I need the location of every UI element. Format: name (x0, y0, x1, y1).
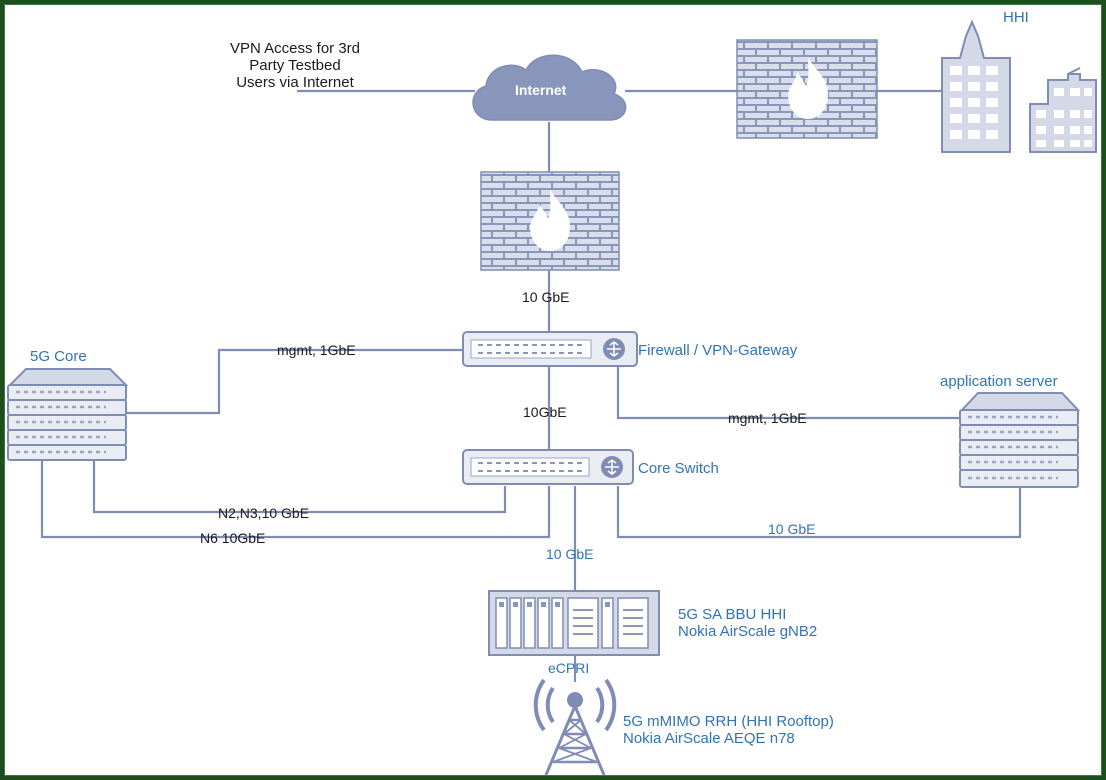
5g-core-label: 5G Core (30, 348, 87, 365)
mgmt-link-label: mgmt, 1GbE (277, 342, 356, 358)
hhi-label: HHI (1003, 9, 1029, 26)
firewall-icon (480, 171, 620, 271)
vpn-access-label: VPN Access for 3rd Party Testbed Users v… (229, 40, 361, 91)
firewall-gateway-label: Firewall / VPN-Gateway (638, 342, 798, 359)
rrh-label: 5G mMIMO RRH (HHI Rooftop) Nokia AirScal… (623, 713, 834, 747)
server-icon (959, 392, 1081, 488)
connection-lines (40, 89, 1022, 682)
server-icon (7, 368, 129, 461)
router-icon (462, 449, 634, 485)
firewall-icon (736, 39, 878, 139)
link-speed-label: 10 GbE (768, 521, 816, 537)
ecpri-label: eCPRI (548, 660, 590, 676)
bbu-rack-icon (488, 590, 660, 656)
link-speed-label: 10 GbE (546, 546, 594, 562)
application-server-label: application server (940, 373, 1058, 390)
building-icon (941, 19, 1011, 153)
router-icon (462, 331, 638, 367)
antenna-tower-icon (533, 678, 617, 776)
core-switch-label: Core Switch (638, 460, 719, 477)
link-speed-label: 10 GbE (522, 289, 570, 305)
cloud-icon (472, 54, 627, 121)
internet-label: Internet (515, 82, 567, 98)
mgmt-link-label: mgmt, 1GbE (728, 410, 807, 426)
n2n3-link-label: N2,N3,10 GbE (218, 505, 310, 521)
link-speed-label: 10GbE (523, 404, 567, 420)
building-icon (1029, 67, 1097, 153)
bbu-label: 5G SA BBU HHI Nokia AirScale gNB2 (678, 606, 818, 640)
n6-link-label: N6 10GbE (200, 530, 266, 546)
